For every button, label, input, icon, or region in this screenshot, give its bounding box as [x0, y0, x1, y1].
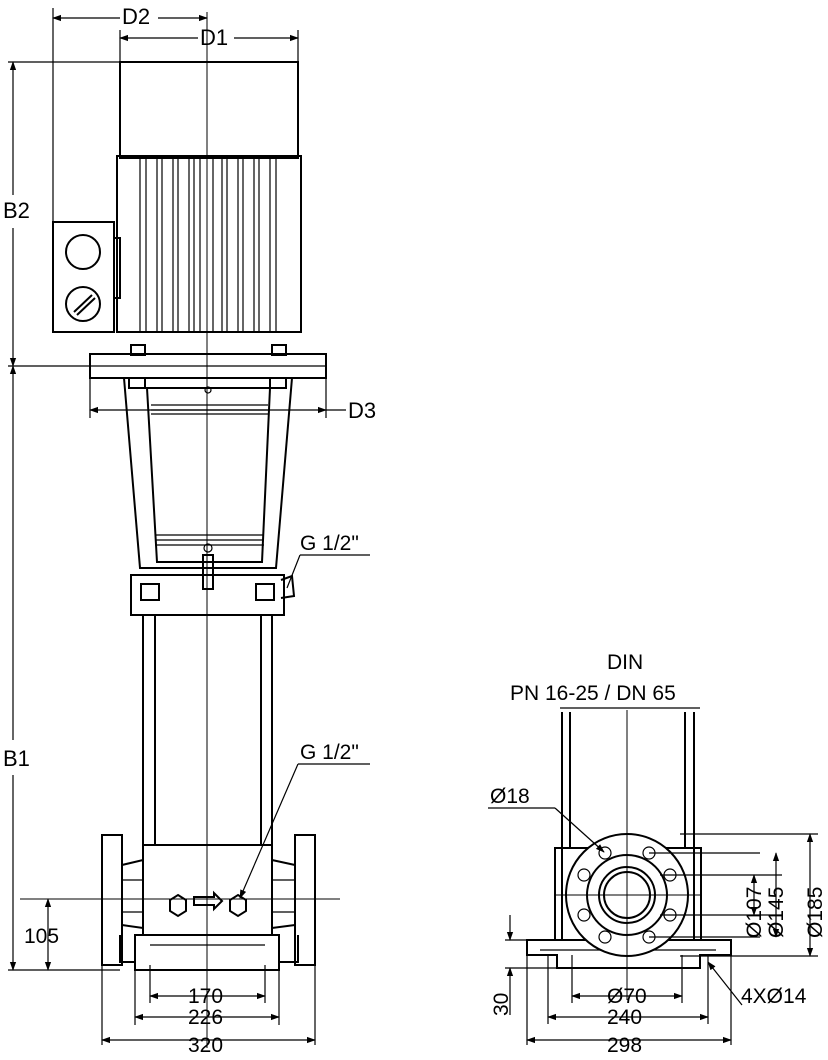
motor [113, 61, 302, 333]
outlet-flange [271, 834, 316, 966]
label-d107: Ø107 [743, 887, 766, 938]
label-g-upper: G 1/2" [300, 532, 359, 555]
front-dimensions [8, 8, 370, 1045]
flange-title: DIN [607, 651, 643, 674]
label-105: 105 [24, 925, 59, 948]
terminal-box [52, 221, 115, 333]
label-240: 240 [607, 1006, 642, 1029]
label-b2: B2 [3, 198, 30, 223]
label-226: 226 [188, 1006, 223, 1029]
label-170: 170 [188, 985, 223, 1008]
flange-subtitle: PN 16-25 / DN 65 [510, 682, 676, 705]
label-b1: B1 [3, 746, 30, 771]
label-hole-18: Ø18 [490, 785, 530, 808]
motor-flange [89, 344, 327, 389]
drain-plugs [169, 890, 247, 918]
label-d145: Ø145 [765, 887, 788, 938]
label-298: 298 [607, 1034, 642, 1057]
flange-dimensions [488, 807, 818, 1045]
label-d3: D3 [348, 398, 376, 423]
label-d185: Ø185 [804, 887, 827, 938]
label-320: 320 [188, 1034, 223, 1057]
flange-view: DIN PN 16-25 / DN 65 [488, 651, 827, 1057]
label-d70: Ø70 [607, 985, 647, 1008]
label-4x14: 4XØ14 [741, 985, 807, 1008]
label-d2: D2 [122, 4, 150, 29]
front-view: D2 D1 D3 B2 B1 105 170 226 320 G 1/2" G … [3, 4, 376, 1057]
label-d1: D1 [200, 25, 228, 50]
label-g-lower: G 1/2" [300, 741, 359, 764]
inlet-flange [101, 834, 144, 966]
label-30: 30 [490, 993, 513, 1016]
